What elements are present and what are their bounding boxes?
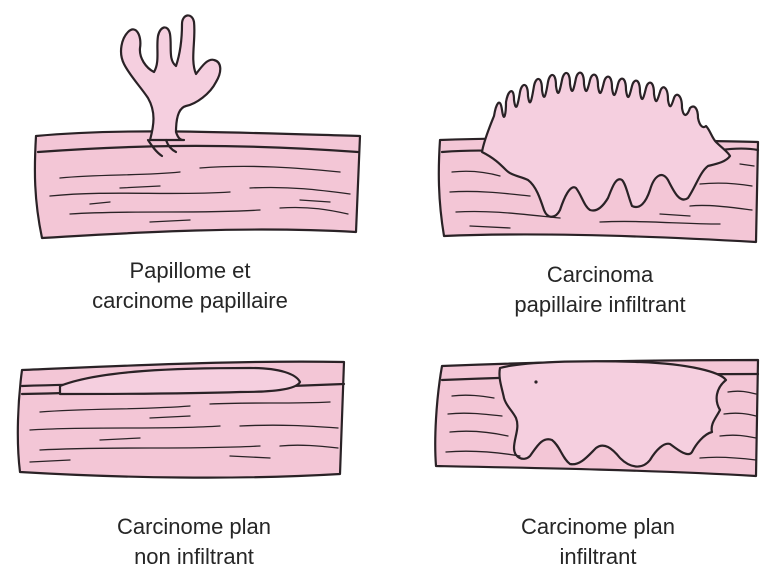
- caption-line: carcinome papillaire: [40, 286, 340, 316]
- caption-line: Papillome et: [40, 256, 340, 286]
- caption-papillome: Papillome et carcinome papillaire: [40, 256, 340, 316]
- flat-invasive-tumor: [499, 361, 726, 466]
- caption-plan-infiltrant: Carcinome plan infiltrant: [448, 512, 748, 572]
- panel-plan-non-infiltrant: [18, 362, 344, 478]
- tumor-dot: [534, 380, 537, 383]
- bladder-wall-1: [35, 131, 360, 238]
- caption-line: papillaire infiltrant: [450, 290, 750, 320]
- panel-papillaire-infiltrant: [439, 73, 758, 242]
- caption-papillaire-infiltrant: Carcinoma papillaire infiltrant: [450, 260, 750, 320]
- panel-papillome: [35, 15, 360, 238]
- caption-line: non infiltrant: [44, 542, 344, 572]
- papilloma-tumor: [121, 15, 220, 140]
- caption-line: Carcinoma: [450, 260, 750, 290]
- caption-line: Carcinome plan: [448, 512, 748, 542]
- caption-plan-non-infiltrant: Carcinome plan non infiltrant: [44, 512, 344, 572]
- panel-plan-infiltrant: [435, 360, 758, 476]
- caption-line: Carcinome plan: [44, 512, 344, 542]
- caption-line: infiltrant: [448, 542, 748, 572]
